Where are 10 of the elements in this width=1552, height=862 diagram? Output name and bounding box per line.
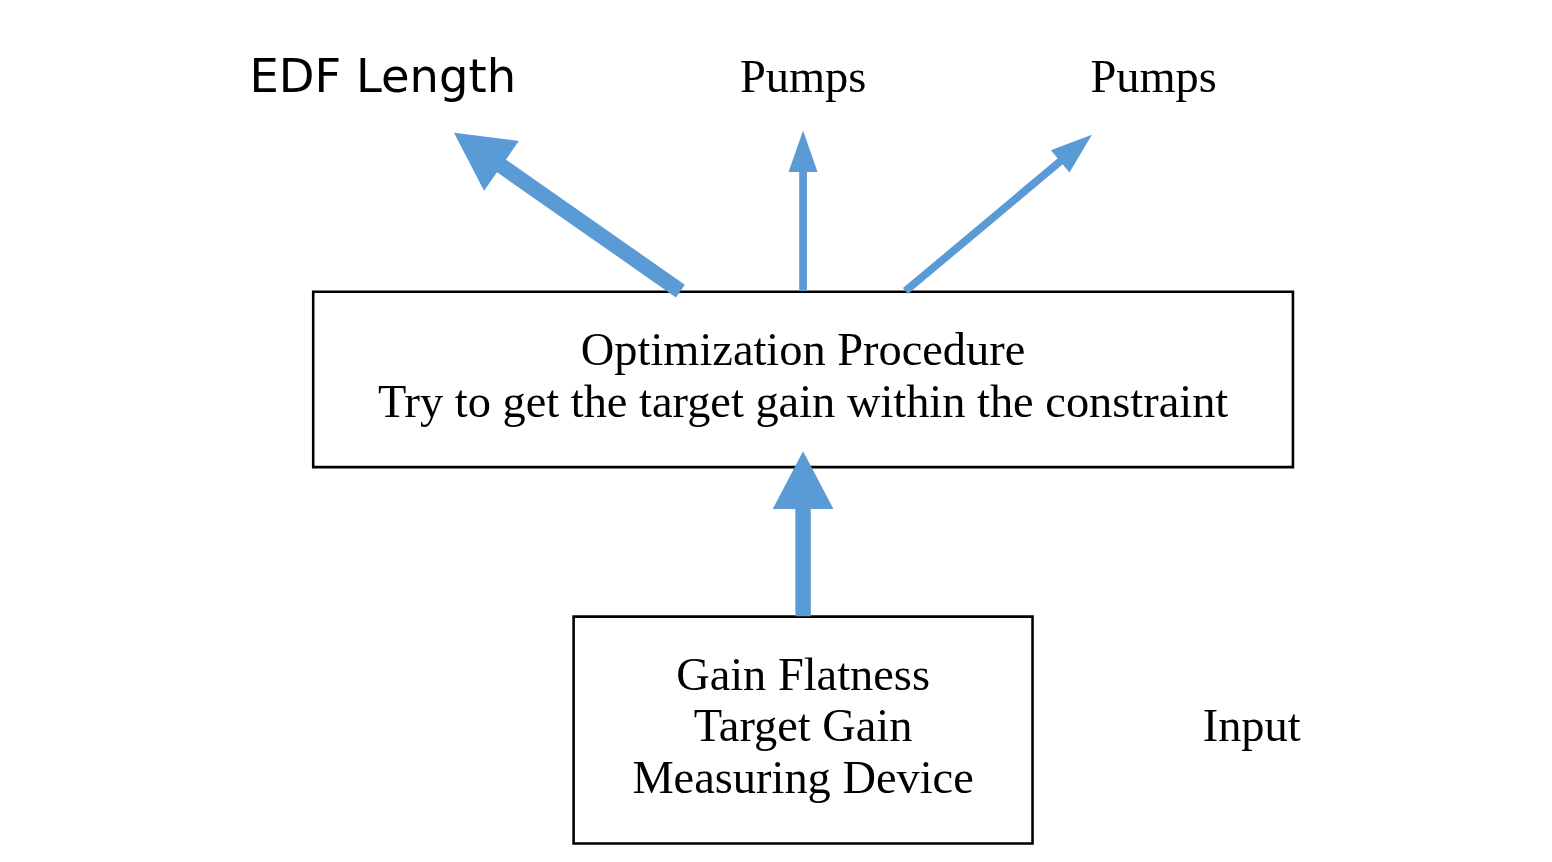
- label: Input: [1202, 700, 1301, 752]
- arrow: [772, 451, 834, 617]
- node-text: EDF Length: [249, 48, 517, 103]
- node-text: Pumps: [1090, 50, 1217, 102]
- node-text: Pumps: [739, 50, 867, 102]
- arrow: [902, 134, 1092, 294]
- node-box: Optimization Procedure Try to get the target gain within the constraint: [311, 290, 1295, 469]
- node-box: Gain Flatness Target Gain Measuring Device: [572, 615, 1034, 845]
- arrow: [788, 130, 818, 292]
- arrow: [454, 132, 685, 298]
